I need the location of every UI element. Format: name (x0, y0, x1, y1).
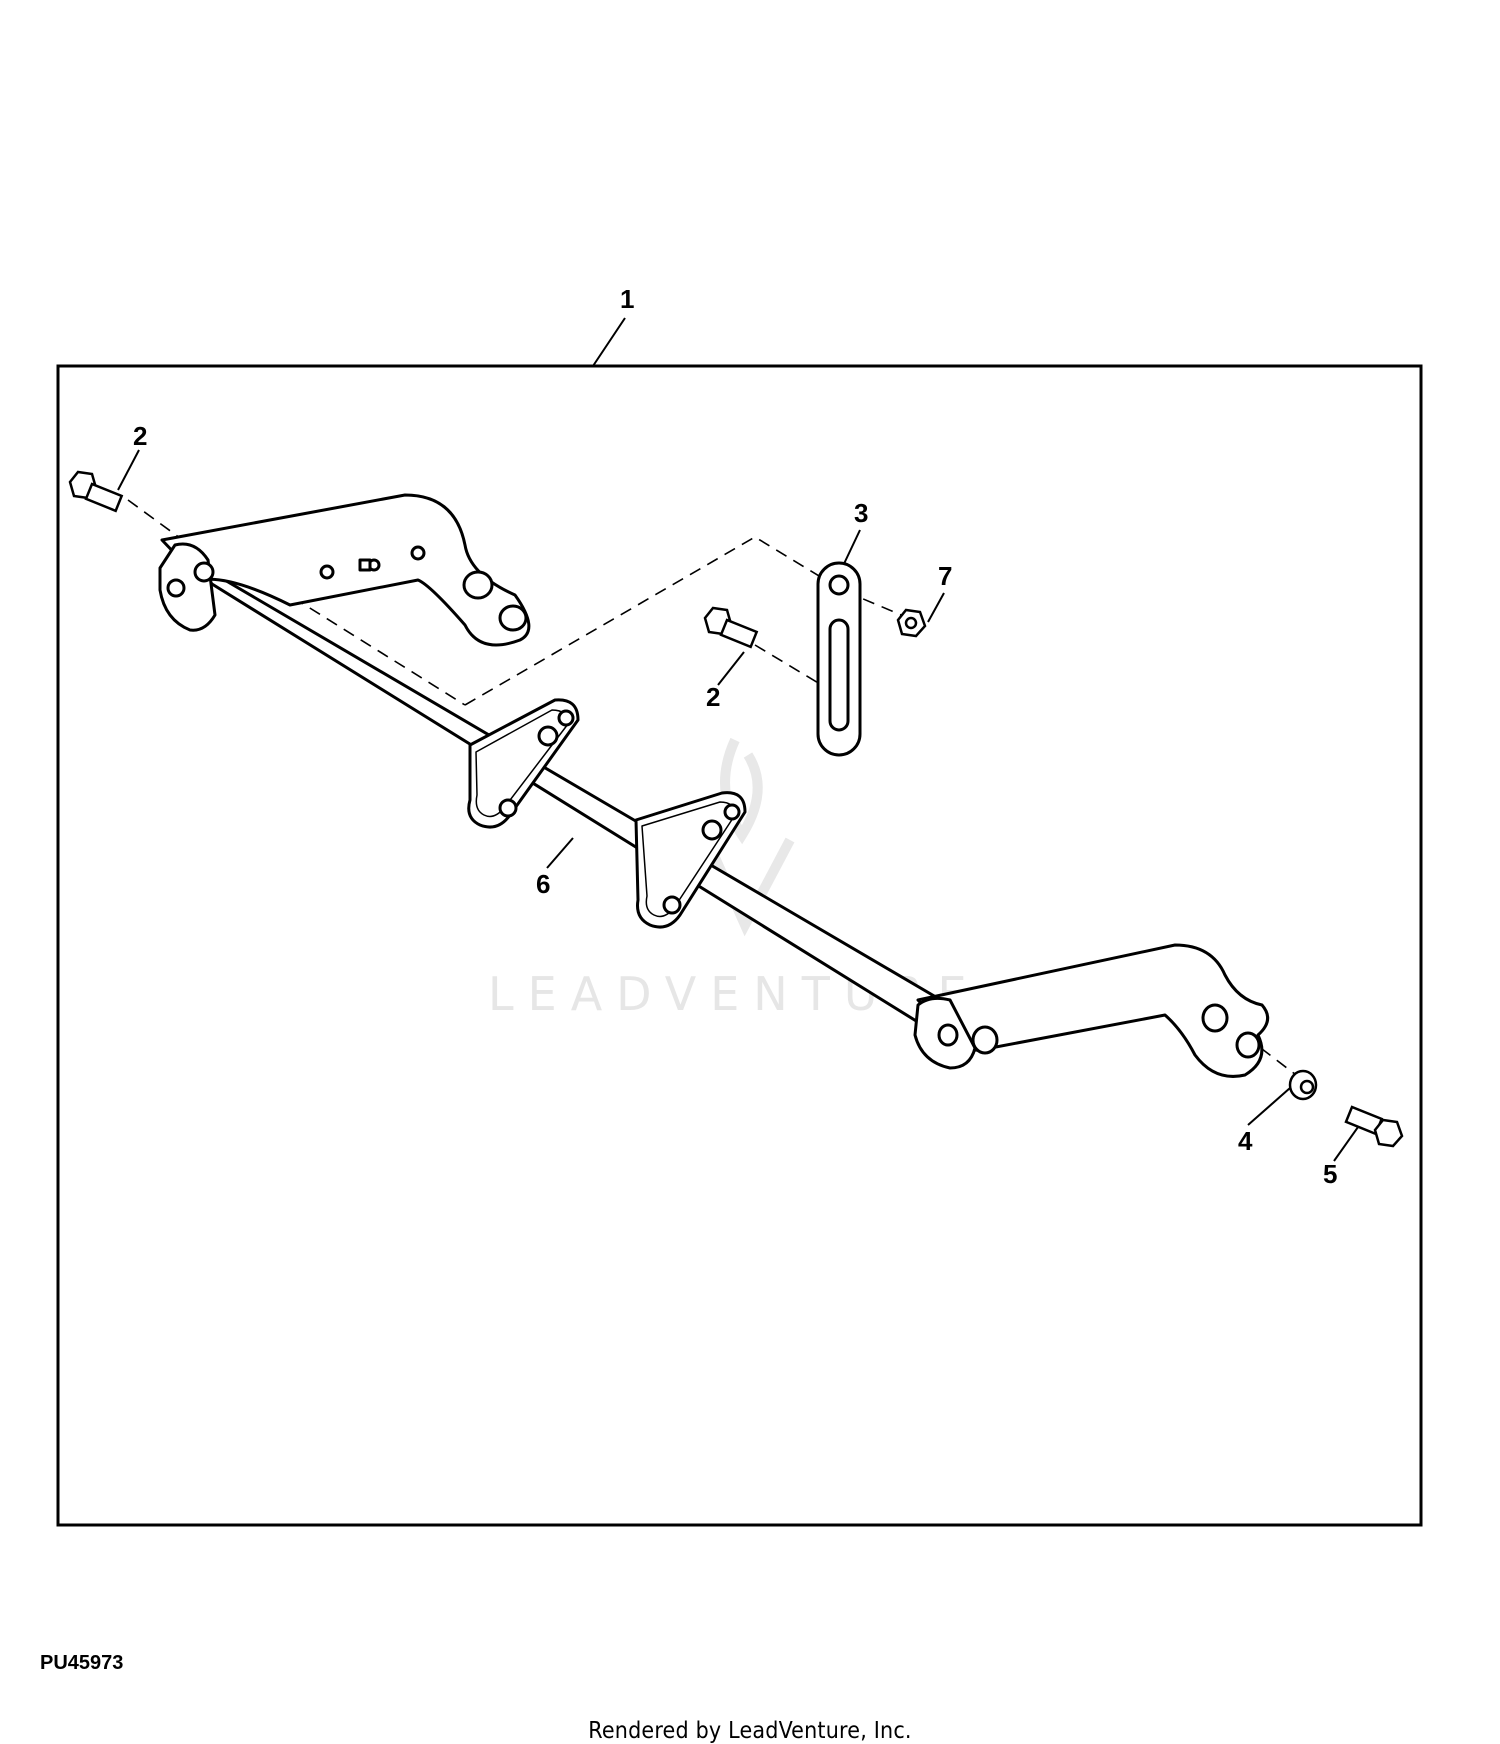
callout-4: 4 (1238, 1126, 1253, 1156)
footer-credit: Rendered by LeadVenture, Inc. (588, 1718, 912, 1744)
watermark-logo-icon (700, 737, 795, 937)
part-cap-screw-bottom-right (1344, 1105, 1404, 1148)
part-cap-screw-middle (703, 606, 759, 649)
part-mounting-plates (467, 698, 747, 929)
callout-5: 5 (1323, 1159, 1337, 1189)
part-cap-screw-top-left (68, 470, 124, 513)
assembly-frame (56, 364, 1423, 1527)
callout-1: 1 (620, 284, 634, 314)
part-washer (1288, 1069, 1318, 1101)
callout-7: 7 (938, 561, 952, 591)
part-left-arm (158, 493, 531, 647)
part-right-arm (913, 943, 1270, 1078)
leader-lines (117, 317, 1364, 1162)
figure-id: PU45973 (40, 1652, 124, 1674)
callouts: 1 2 2 3 4 5 6 7 (133, 284, 1337, 1189)
callout-2-middle: 2 (706, 682, 720, 712)
part-lock-nut (896, 608, 927, 638)
callout-3: 3 (854, 498, 868, 528)
part-link-strap (816, 561, 862, 757)
callout-6: 6 (536, 869, 550, 899)
callout-2-top-left: 2 (133, 421, 147, 451)
